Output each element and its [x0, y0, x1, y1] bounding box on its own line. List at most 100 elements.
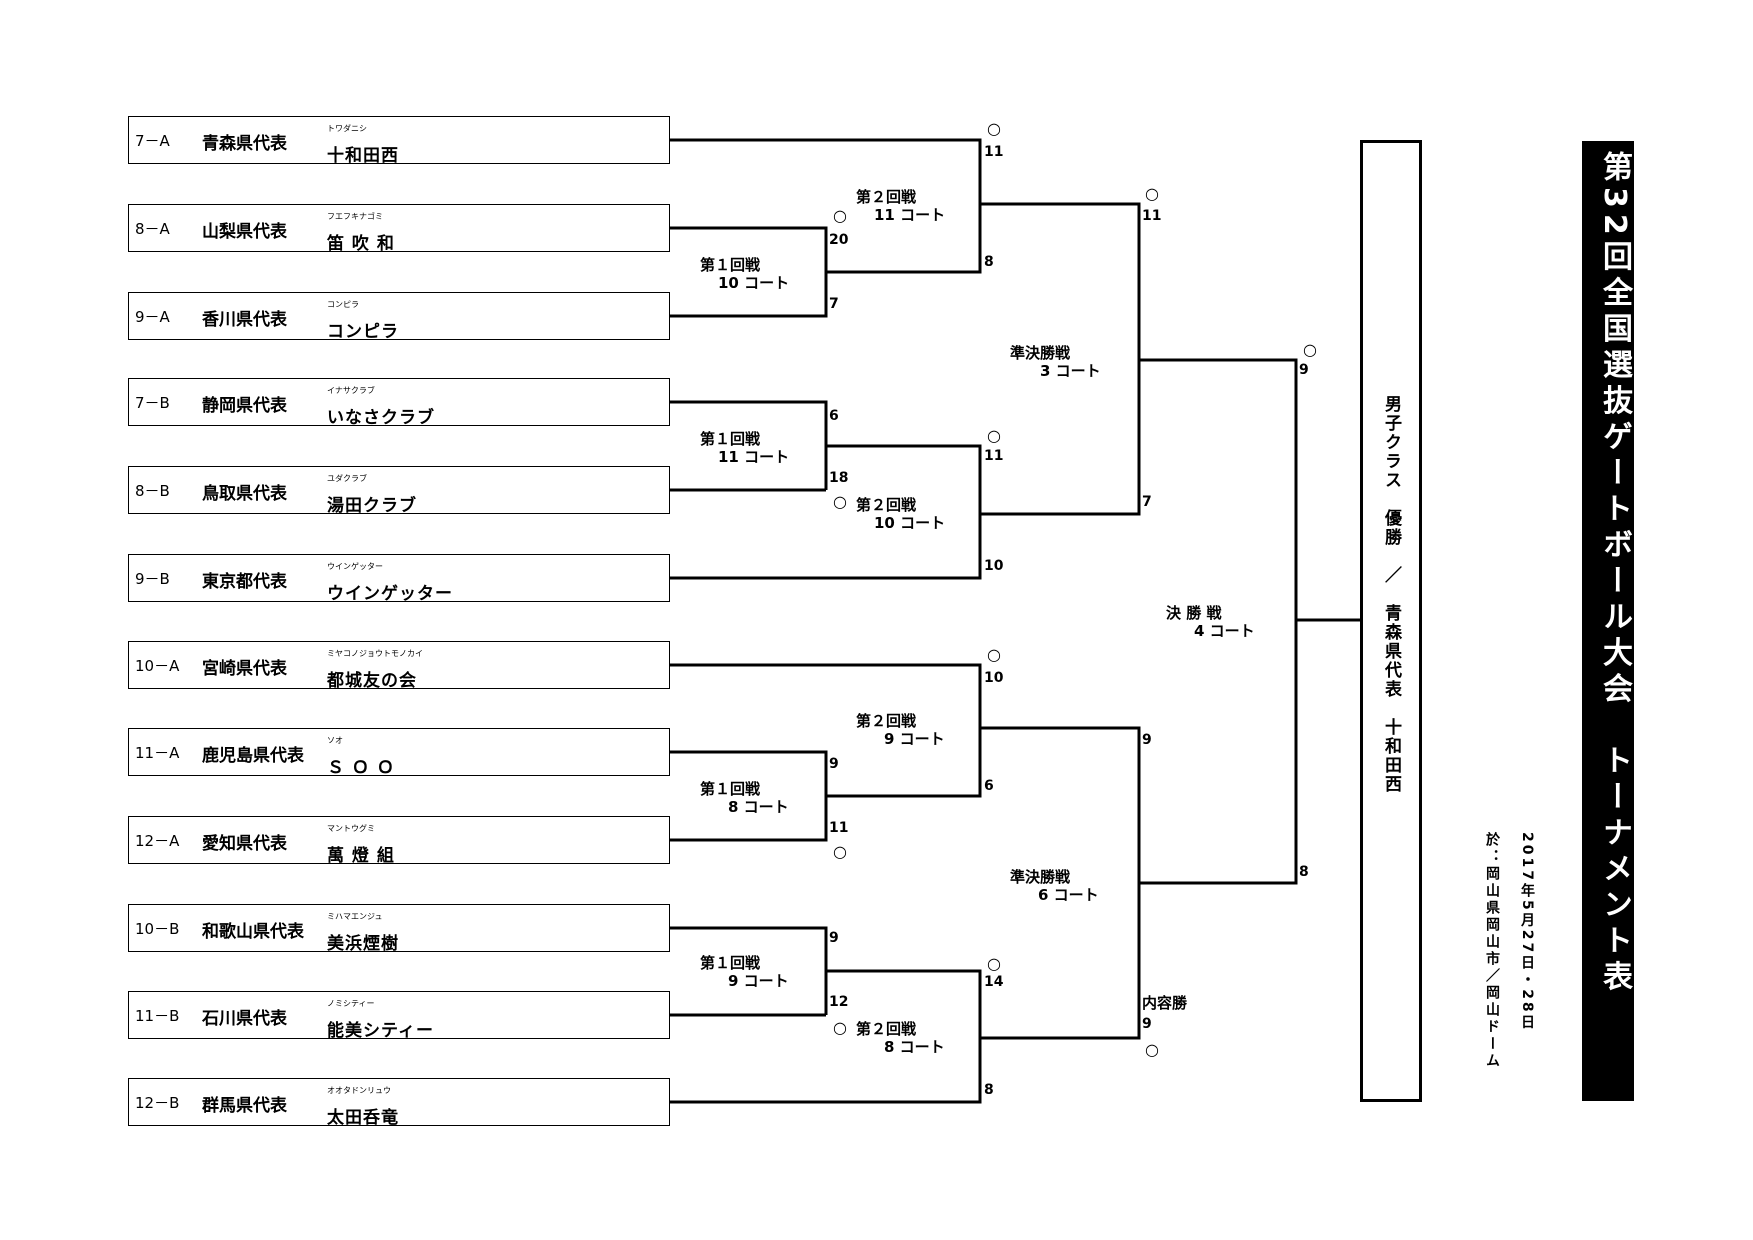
win-mark: ○	[833, 492, 847, 511]
team-prefecture: 静岡県代表	[202, 396, 287, 416]
team-prefecture: 和歌山県代表	[202, 922, 304, 942]
page-title: 第32回全国選抜ゲートボール大会 トーナメント表	[1597, 151, 1632, 997]
team-name: 都城友の会	[327, 671, 417, 691]
team-prefecture: 鹿児島県代表	[202, 746, 304, 766]
win-mark: ○	[833, 842, 847, 861]
team-seed: 9－A	[135, 308, 170, 326]
team-kana: ウインゲッター	[327, 562, 383, 571]
win-mark: ○	[833, 206, 847, 225]
round-label-r1b: 第１回戦 11 コート	[700, 430, 790, 466]
bracket-line	[1139, 620, 1298, 885]
round-label-r1c: 第１回戦 8 コート	[700, 780, 789, 816]
team-name: 十和田西	[327, 146, 399, 166]
team-kana: ミヤコノジョウトモノカイ	[327, 649, 423, 658]
round-label-final: 決 勝 戦 4 コート	[1166, 604, 1255, 640]
win-mark: ○	[987, 954, 1001, 973]
score-r1b-top: 6	[829, 408, 839, 424]
win-mark: ○	[1145, 1040, 1159, 1059]
team-name: Ｓ Ｏ Ｏ	[327, 758, 395, 778]
team-kana: オオタドンリュウ	[327, 1086, 391, 1095]
score-r2d-top: 14	[984, 974, 1004, 990]
team-prefecture: 東京都代表	[202, 572, 287, 592]
team-prefecture: 石川県代表	[202, 1009, 287, 1029]
score-r1c-top: 9	[829, 756, 839, 772]
bracket-line	[670, 514, 982, 580]
team-name: 美浜煙樹	[327, 934, 399, 954]
team-seed: 10－B	[135, 920, 180, 938]
score-sf2-bottom: 9	[1142, 1016, 1152, 1032]
score-r1d-bottom: 12	[829, 994, 849, 1010]
score-sf2-top: 9	[1142, 732, 1152, 748]
team-kana: コンピラ	[327, 300, 359, 309]
team-entry: 10－A 宮崎県代表 ミヤコノジョウトモノカイ都城友の会	[128, 641, 670, 691]
round-label-r2b: 第２回戦 10 コート	[856, 496, 946, 532]
round-label-sf1: 準決勝戦 3 コート	[1010, 344, 1101, 380]
bracket-line	[670, 272, 828, 318]
win-mark: ○	[833, 1018, 847, 1037]
event-date: 2017年5月27日・28日	[1519, 832, 1535, 1032]
win-mark: ○	[1145, 184, 1159, 203]
team-name: 能美シティー	[327, 1021, 434, 1041]
team-seed: 12－A	[135, 832, 180, 850]
score-r2b-bottom: 10	[984, 558, 1004, 574]
team-seed: 11－A	[135, 744, 180, 762]
round-label-r2d: 第２回戦 8 コート	[856, 1020, 945, 1056]
champion-text: 男子クラス 優勝 ／ 青森県代表 十和田西	[1381, 395, 1401, 794]
score-r2c-top: 10	[984, 670, 1004, 686]
score-r1a-bottom: 7	[829, 296, 839, 312]
team-prefecture: 鳥取県代表	[202, 484, 287, 504]
bracket-line	[826, 728, 982, 798]
team-name: いなさクラブ	[327, 408, 435, 428]
score-r1d-top: 9	[829, 930, 839, 946]
round-label-sf2: 準決勝戦 6 コート	[1010, 868, 1099, 904]
win-mark: ○	[987, 119, 1001, 138]
score-r1a-top: 20	[829, 232, 849, 248]
bracket-line	[670, 750, 828, 796]
champion-box: 男子クラス 優勝 ／ 青森県代表 十和田西	[1360, 140, 1422, 1102]
score-r2b-top: 11	[984, 448, 1004, 464]
score-r1b-bottom: 18	[829, 470, 849, 486]
round-label-r1d: 第１回戦 9 コート	[700, 954, 789, 990]
score-r2a-bottom: 8	[984, 254, 994, 270]
team-prefecture: 群馬県代表	[202, 1096, 287, 1116]
score-final-bottom: 8	[1299, 864, 1309, 880]
bracket-line	[670, 226, 828, 272]
team-prefecture: 山梨県代表	[202, 222, 287, 242]
team-seed: 8－B	[135, 482, 170, 500]
event-venue: 於：岡山県岡山市／岡山ドーム	[1484, 832, 1500, 1070]
team-seed: 8－A	[135, 220, 170, 238]
team-name: コンピラ	[327, 322, 399, 342]
score-r2d-bottom: 8	[984, 1082, 994, 1098]
team-prefecture: 宮崎県代表	[202, 659, 287, 679]
team-seed: 12－B	[135, 1094, 180, 1112]
bracket-line	[826, 969, 982, 1038]
win-by-content-label: 内容勝	[1142, 994, 1188, 1012]
bracket-line	[980, 360, 1141, 516]
team-kana: ユダクラブ	[327, 474, 367, 483]
team-seed: 10－A	[135, 657, 180, 675]
title-banner: 第32回全国選抜ゲートボール大会 トーナメント表	[1582, 141, 1634, 1101]
team-kana: トワダニシ	[327, 124, 367, 133]
bracket-line	[826, 204, 982, 274]
score-r2a-top: 11	[984, 144, 1004, 160]
team-seed: 7－A	[135, 132, 170, 150]
score-sf1-top: 11	[1142, 208, 1162, 224]
round-label-r2a: 第２回戦 11 コート	[856, 188, 946, 224]
win-mark: ○	[987, 645, 1001, 664]
team-prefecture: 愛知県代表	[202, 834, 287, 854]
team-entry: 7－A 青森県代表 トワダニシ十和田西	[128, 116, 670, 166]
bracket-line	[670, 1038, 982, 1104]
team-seed: 7－B	[135, 394, 170, 412]
team-prefecture: 青森県代表	[202, 134, 287, 154]
score-r2c-bottom: 6	[984, 778, 994, 794]
team-seed: 9－B	[135, 570, 170, 588]
bracket-line	[1139, 358, 1298, 620]
